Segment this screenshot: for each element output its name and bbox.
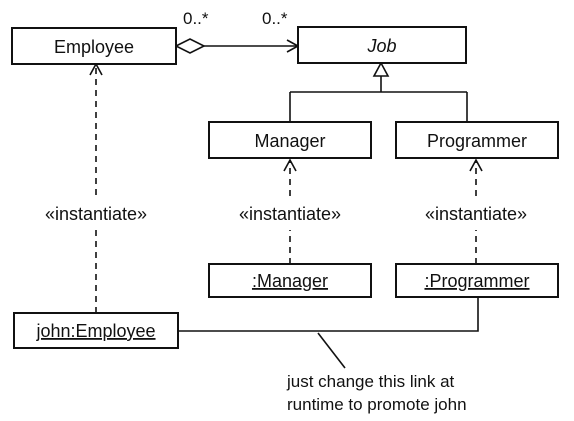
instance-john[interactable]: john:Employee: [13, 312, 179, 349]
generalization-to-job: [289, 61, 468, 122]
class-programmer-label: Programmer: [427, 131, 527, 151]
stereotype-instantiate-middle: «instantiate»: [239, 204, 341, 224]
class-manager-label: Manager: [254, 131, 325, 151]
multiplicity-target: 0..*: [262, 9, 288, 28]
generalization-triangle: [372, 61, 390, 77]
association-employee-job: 0..* 0..*: [174, 9, 300, 54]
dependency-programmer: «instantiate»: [425, 158, 527, 264]
instance-programmer[interactable]: :Programmer: [395, 263, 559, 298]
class-job-label: Job: [366, 36, 396, 56]
class-job[interactable]: Job: [297, 26, 467, 64]
class-employee[interactable]: Employee: [11, 27, 177, 65]
runtime-link: [178, 297, 479, 332]
class-employee-label: Employee: [54, 37, 134, 57]
note-line-2: runtime to promote john: [287, 395, 467, 414]
note: just change this link at runtime to prom…: [286, 372, 467, 414]
stereotype-instantiate-right: «instantiate»: [425, 204, 527, 224]
note-line-1: just change this link at: [286, 372, 455, 391]
note-pointer: [317, 332, 346, 369]
instance-programmer-label: :Programmer: [424, 271, 529, 291]
dependency-john-employee: «instantiate»: [45, 62, 147, 313]
multiplicity-source: 0..*: [183, 9, 209, 28]
class-manager[interactable]: Manager: [208, 121, 372, 159]
instance-manager[interactable]: :Manager: [208, 263, 372, 298]
dependency-manager: «instantiate»: [239, 158, 341, 264]
aggregation-diamond: [174, 38, 206, 54]
instance-john-label: john:Employee: [35, 321, 155, 341]
instance-manager-label: :Manager: [252, 271, 328, 291]
stereotype-instantiate-left: «instantiate»: [45, 204, 147, 224]
class-programmer[interactable]: Programmer: [395, 121, 559, 159]
